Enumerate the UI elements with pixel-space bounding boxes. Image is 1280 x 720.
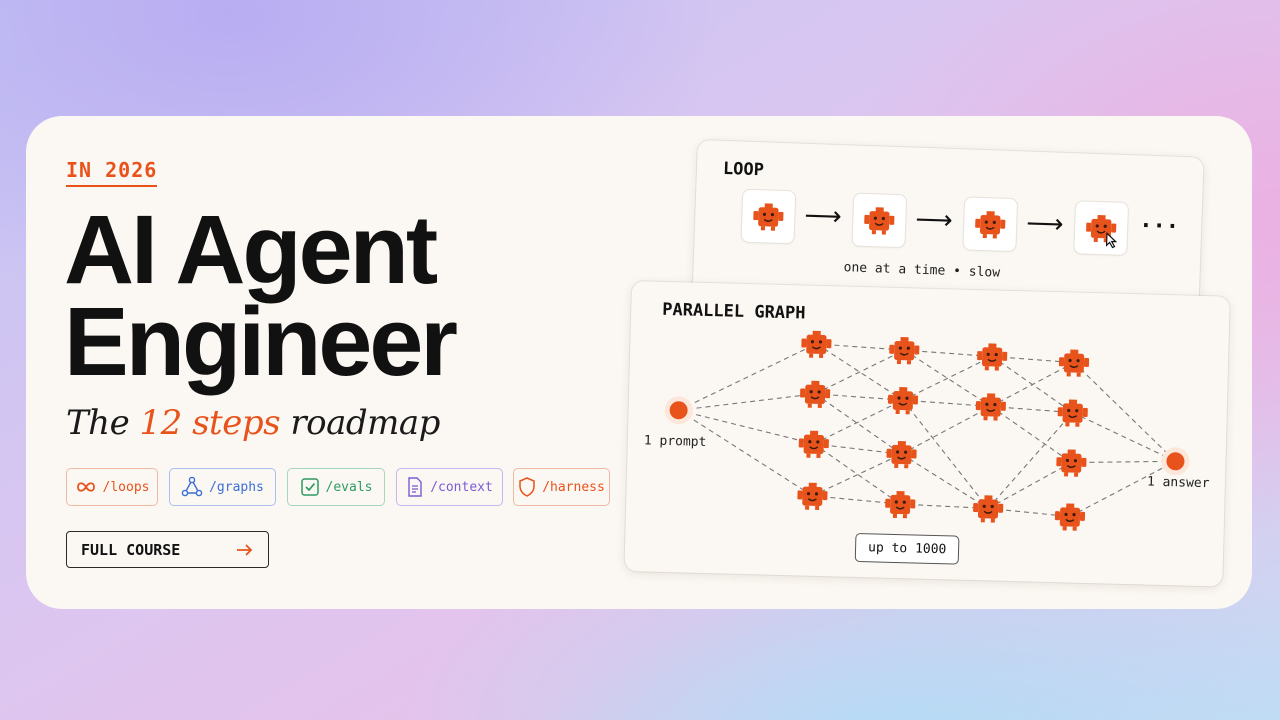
graph-edge xyxy=(678,393,816,411)
graph-edge xyxy=(990,362,1075,407)
tag-label: /evals xyxy=(325,479,373,495)
infinity-icon xyxy=(76,482,95,492)
loop-title: LOOP xyxy=(722,158,765,181)
tag-label: /context xyxy=(430,479,493,495)
robot-icon xyxy=(885,440,918,470)
graph-edge xyxy=(902,355,993,401)
graph-edge xyxy=(990,405,1072,464)
prompt-node xyxy=(669,401,688,420)
arrow-right-icon: ⟶ xyxy=(1025,207,1065,239)
robot-icon xyxy=(886,386,920,416)
scale-badge: up to 1000 xyxy=(854,532,960,565)
page-title: AI Agent Engineer xyxy=(64,195,584,396)
tag-label: /harness xyxy=(542,479,605,495)
answer-node xyxy=(1166,452,1185,471)
robot-box xyxy=(1074,201,1129,256)
robot-icon xyxy=(972,494,1005,524)
robot-icon xyxy=(863,206,896,236)
graph-edge xyxy=(1072,412,1176,462)
robot-icon xyxy=(800,329,833,359)
loop-panel: LOOP ⟶ ⟶ ⟶ ··· one at a time • slow xyxy=(692,140,1204,328)
tag-label: /loops xyxy=(102,479,150,495)
tag-harness[interactable]: /harness xyxy=(513,468,610,506)
graph-edge xyxy=(678,343,817,411)
arrow-right-icon: ⟶ xyxy=(914,203,954,235)
graph-edge xyxy=(902,399,989,509)
robot-box xyxy=(963,197,1018,252)
graph-edge xyxy=(812,453,902,497)
robot-icon xyxy=(1053,502,1087,532)
subtitle-post: roadmap xyxy=(280,403,440,443)
robot-box xyxy=(741,189,796,244)
graph-edge xyxy=(901,405,992,455)
graph-edge xyxy=(987,412,1074,509)
graph-edge xyxy=(1069,460,1176,518)
graph-diagram xyxy=(664,329,1190,532)
robot-icon xyxy=(752,202,785,232)
input-label: 1 prompt xyxy=(643,433,707,451)
robot-icon xyxy=(976,342,1009,372)
robot-icon xyxy=(797,429,830,459)
subtitle: The 12 steps roadmap xyxy=(66,403,440,443)
robot-icon xyxy=(799,379,832,409)
robot-icon xyxy=(974,392,1007,422)
robot-icon xyxy=(974,210,1007,240)
graph-edge xyxy=(987,462,1072,509)
tag-context[interactable]: /context xyxy=(396,468,503,506)
title-line-1: AI Agent xyxy=(64,195,438,304)
checkbox-icon xyxy=(300,478,319,496)
document-icon xyxy=(408,477,422,497)
graph-edge xyxy=(678,409,813,497)
robot-icon xyxy=(1056,398,1089,428)
graph-edge xyxy=(901,453,989,509)
tag-graphs[interactable]: /graphs xyxy=(169,468,276,506)
loop-caption: one at a time • slow xyxy=(843,260,1001,281)
full-course-label: FULL COURSE xyxy=(81,540,181,559)
ellipsis: ··· xyxy=(1138,213,1180,240)
robot-icon xyxy=(1057,348,1091,378)
arrow-right-icon xyxy=(237,543,253,556)
robot-icon xyxy=(884,490,917,520)
tag-loops[interactable]: /loops xyxy=(66,468,158,506)
robot-icon xyxy=(1055,448,1088,478)
robot-box xyxy=(852,193,907,248)
full-course-button[interactable]: FULL COURSE xyxy=(66,531,269,568)
graph-edge xyxy=(814,349,905,395)
tag-label: /graphs xyxy=(209,479,264,495)
output-label: 1 answer xyxy=(1146,474,1210,492)
tag-evals[interactable]: /evals xyxy=(287,468,385,506)
graph-nodes-icon xyxy=(181,476,203,497)
subtitle-accent: 12 steps xyxy=(139,403,281,443)
robot-icon xyxy=(888,336,921,366)
eyebrow-label: IN 2026 xyxy=(66,158,158,187)
title-line-2: Engineer xyxy=(64,287,458,396)
graph-edge xyxy=(1071,460,1176,464)
graph-edge xyxy=(813,399,904,445)
shield-icon xyxy=(519,477,535,497)
robot-icon xyxy=(796,481,829,511)
graph-edge xyxy=(1073,362,1176,462)
arrow-right-icon: ⟶ xyxy=(803,199,843,232)
subtitle-pre: The xyxy=(66,403,140,443)
parallel-graph-panel: PARALLEL GRAPH 1 prompt 1 answer up to 1… xyxy=(624,281,1230,587)
cursor-icon xyxy=(1105,232,1118,249)
